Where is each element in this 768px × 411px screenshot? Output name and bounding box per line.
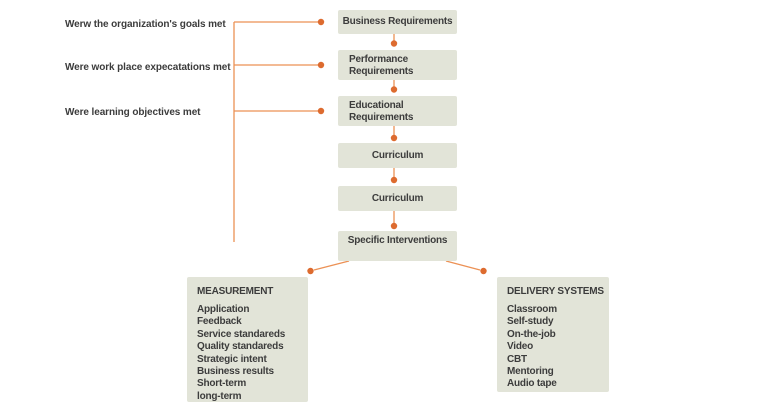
delivery-item: Video [507, 341, 534, 353]
diagonal-dot-left [307, 267, 314, 275]
flow-box-business-requirements: Business Requirements [338, 10, 457, 34]
pin-dot-2 [390, 86, 398, 93]
measurement-panel: MEASUREMENT Application Feedback Service… [187, 277, 308, 402]
delivery-item: On-the-job [507, 328, 556, 340]
diagonal-line-right [445, 260, 481, 271]
measurement-item: Service standareds [197, 328, 286, 340]
delivery-item: Mentoring [507, 366, 554, 378]
delivery-panel-title: DELIVERY SYSTEMS [507, 286, 604, 297]
bracket-endpoint-dot-1 [317, 18, 325, 26]
measurement-item: Business results [197, 366, 274, 378]
delivery-systems-panel: DELIVERY SYSTEMS Classroom Self-study On… [497, 277, 609, 392]
delivery-item: Self-study [507, 316, 554, 328]
bracket-endpoint-dot-2 [317, 61, 325, 69]
delivery-item: Classroom [507, 304, 557, 315]
flow-box-curriculum-2: Curriculum [338, 186, 457, 211]
flow-box-educational-requirements: Educational Requirements [338, 96, 457, 126]
measurement-item: Feedback [197, 316, 242, 328]
measurement-item: long-term [197, 390, 242, 402]
pin-dot-5 [390, 222, 398, 230]
flow-box-specific-interventions: Specific Interventions [338, 231, 457, 261]
measurement-item: Strategic intent [197, 353, 267, 365]
question-bracket-connector [233, 18, 325, 242]
pin-dot-3 [390, 134, 398, 142]
question-learning-objectives: Were learning objectives met [65, 107, 201, 118]
flow-box-curriculum-1: Curriculum [338, 143, 457, 168]
measurement-item: Short-term [197, 378, 247, 390]
question-organization-goals: Werw the organization's goals met [65, 19, 226, 30]
pin-dot-4 [390, 176, 398, 184]
flow-pin-connectors [390, 34, 398, 230]
measurement-item: Quality standareds [197, 341, 284, 353]
bracket-endpoint-dot-3 [317, 107, 325, 115]
measurement-panel-title: MEASUREMENT [197, 286, 274, 297]
question-workplace-expectations: Were work place expecatations met [65, 62, 231, 73]
diagonal-connectors [307, 260, 487, 275]
flow-box-performance-requirements: Performance Requirements [338, 50, 457, 80]
diagonal-dot-right [480, 267, 487, 275]
measurement-item: Application [197, 304, 250, 315]
diagonal-line-left [313, 260, 350, 271]
pin-dot-1 [390, 40, 398, 47]
delivery-item: CBT [507, 353, 527, 365]
delivery-item: Audio tape [507, 378, 557, 390]
